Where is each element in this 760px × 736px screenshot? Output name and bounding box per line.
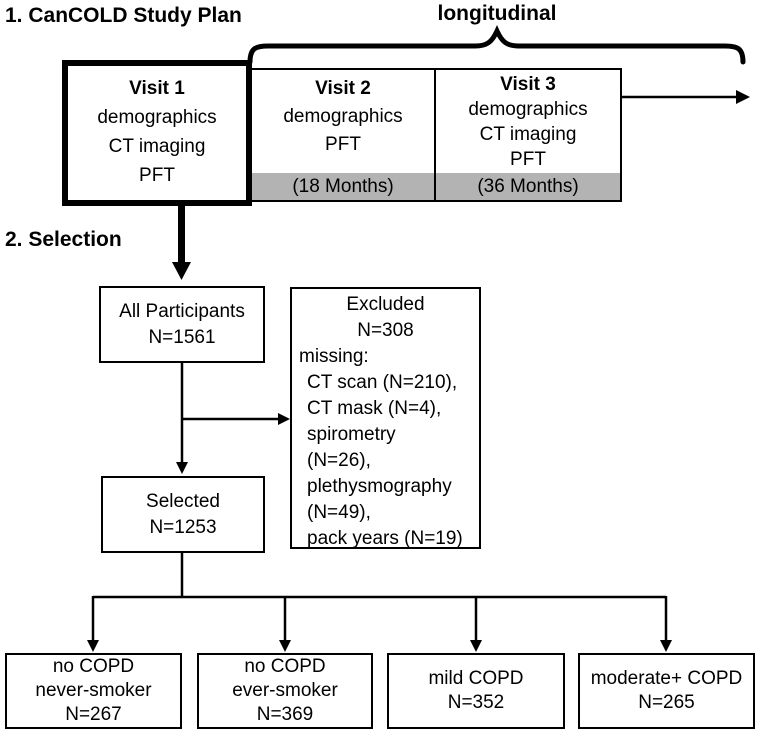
group-line: no COPD xyxy=(52,656,135,677)
visit2-months-band: (18 Months) xyxy=(252,173,434,200)
selected-box: Selected N=1253 xyxy=(101,476,265,553)
group-line: ever-smoker xyxy=(232,680,338,701)
group-line: mild COPD xyxy=(428,668,524,689)
longitudinal-label: longitudinal xyxy=(437,2,557,25)
group-count: N=369 xyxy=(256,704,314,725)
group-mild-copd-box: mild COPD N=352 xyxy=(387,653,565,729)
visit3-continuation-arrow-head xyxy=(736,90,750,104)
visit3-line: demographics xyxy=(468,99,588,120)
excluded-branch-arrow-head xyxy=(278,413,290,425)
excluded-box: Excluded N=308 missing: CT scan (N=210),… xyxy=(290,287,481,549)
all-participants-count: N=1561 xyxy=(148,326,216,348)
visit2-title: Visit 2 xyxy=(315,78,371,99)
excluded-item: CT scan (N=210), xyxy=(307,372,458,393)
excluded-item: spirometry xyxy=(307,424,396,445)
visit2-line: PFT xyxy=(325,134,361,155)
group-no-copd-ever-smoker-box: no COPD ever-smoker N=369 xyxy=(197,653,373,729)
group-count: N=265 xyxy=(638,692,695,713)
excluded-missing-label: missing: xyxy=(299,346,369,367)
visit2-box: Visit 2 demographics PFT (18 Months) xyxy=(250,68,436,202)
visit1-box: Visit 1 demographics CT imaging PFT xyxy=(62,60,252,206)
excluded-item: plethysmography xyxy=(307,476,452,497)
excluded-item: (N=26), xyxy=(307,450,371,471)
excluded-item: pack years (N=19) xyxy=(307,528,463,549)
visit3-months-band: (36 Months) xyxy=(436,173,620,200)
group-moderate-copd-box: moderate+ COPD N=265 xyxy=(578,653,755,729)
excluded-title: Excluded xyxy=(346,294,425,315)
visit2-line: demographics xyxy=(283,106,403,127)
visit1-line: CT imaging xyxy=(108,136,206,157)
excluded-item: (N=49), xyxy=(307,502,371,523)
selected-count: N=1253 xyxy=(149,516,217,538)
all-participants-label: All Participants xyxy=(119,300,245,322)
group3-arrow-head xyxy=(470,640,482,652)
visit3-line: PFT xyxy=(510,149,546,170)
section1-heading: 1. CanCOLD Study Plan xyxy=(5,4,242,27)
section2-heading: 2. Selection xyxy=(5,228,122,251)
visit1-to-participants-arrow-stem xyxy=(178,202,185,264)
excluded-item: CT mask (N=4), xyxy=(307,398,442,419)
group-count: N=267 xyxy=(65,704,122,725)
group-line: never-smoker xyxy=(35,680,152,701)
visit1-title: Visit 1 xyxy=(129,78,185,99)
group1-arrow-head xyxy=(87,640,99,652)
group-line: no COPD xyxy=(244,656,326,677)
group2-arrow-head xyxy=(279,640,291,652)
visit3-box: Visit 3 demographics CT imaging PFT (36 … xyxy=(434,68,622,202)
visit3-title: Visit 3 xyxy=(500,74,556,95)
group-line: moderate+ COPD xyxy=(590,668,743,689)
longitudinal-brace xyxy=(247,24,746,65)
group-no-copd-never-smoker-box: no COPD never-smoker N=267 xyxy=(5,653,182,729)
visit1-to-participants-arrow-head xyxy=(172,262,191,280)
group4-arrow-head xyxy=(660,640,672,652)
visit1-line: PFT xyxy=(139,165,175,186)
selected-label: Selected xyxy=(146,490,220,512)
participants-to-selected-arrow-head xyxy=(176,462,188,474)
visit3-line: CT imaging xyxy=(479,124,577,145)
group-count: N=352 xyxy=(447,692,505,713)
excluded-count: N=308 xyxy=(357,320,414,341)
all-participants-box: All Participants N=1561 xyxy=(99,286,265,363)
visit1-line: demographics xyxy=(97,107,217,128)
